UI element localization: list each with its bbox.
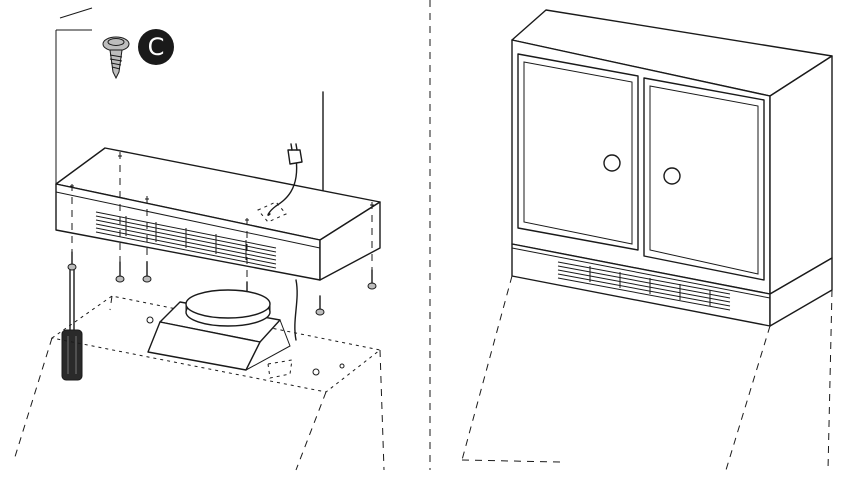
left-door bbox=[517, 53, 639, 251]
right-panel bbox=[461, 9, 833, 471]
door-knob-icon bbox=[663, 167, 681, 185]
screw-icon bbox=[67, 251, 77, 271]
power-cord bbox=[257, 143, 303, 341]
screw-icon bbox=[367, 269, 377, 290]
screwdriver-icon bbox=[61, 269, 83, 381]
right-door bbox=[643, 77, 765, 281]
screw-icon bbox=[115, 261, 125, 283]
left-panel bbox=[13, 7, 385, 471]
hood-box bbox=[55, 147, 381, 296]
duct-collar bbox=[147, 289, 291, 371]
cabinet-icon bbox=[511, 9, 833, 295]
step-badge bbox=[138, 29, 174, 65]
screw-icon bbox=[142, 261, 152, 283]
screw-icon bbox=[315, 295, 325, 316]
screw-icon bbox=[102, 36, 130, 80]
vent-slots bbox=[95, 211, 277, 269]
door-knob-icon bbox=[603, 154, 621, 172]
cabinet-bottom bbox=[13, 289, 385, 471]
lower-outline bbox=[461, 275, 833, 471]
